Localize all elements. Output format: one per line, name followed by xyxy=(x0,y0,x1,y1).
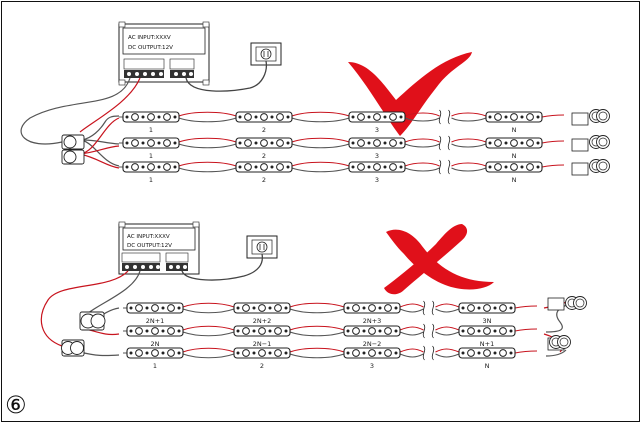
led-module xyxy=(458,325,516,337)
module-label: 1 xyxy=(153,362,157,370)
check-mark-icon xyxy=(348,52,472,136)
ac-cable-bottom xyxy=(181,253,264,281)
module-label: 2N+3 xyxy=(363,317,382,325)
led-module xyxy=(343,325,401,337)
wrong-row-3: 1 2 3 N xyxy=(123,345,538,370)
led-module xyxy=(458,302,516,314)
psu-input-text-top: AC INPUT:XXXV xyxy=(128,35,171,41)
correct-row-2: 1 2 3 N xyxy=(119,135,565,160)
module-label: N xyxy=(485,362,490,370)
module-label: 2 xyxy=(262,176,266,184)
power-supply-bottom: AC INPUT:XXXV DC OUTPUT:12V xyxy=(118,221,200,275)
module-label: N xyxy=(512,152,517,160)
wrong-row-1: 2N+1 2N+2 2N+3 3N xyxy=(123,300,538,325)
led-module xyxy=(235,161,293,173)
end-connectors-bottom xyxy=(547,296,587,351)
psu-output-text-bottom: DC OUTPUT:12V xyxy=(127,243,172,249)
led-module xyxy=(233,347,291,359)
module-label: 2N−1 xyxy=(253,340,272,348)
wrong-wiring-panel: AC INPUT:XXXV DC OUTPUT:12V xyxy=(40,221,587,370)
module-label: 2N+1 xyxy=(146,317,165,325)
step-number-label: ⑥ xyxy=(5,391,27,419)
led-module xyxy=(485,111,543,123)
led-module xyxy=(348,137,406,149)
cross-mark-icon xyxy=(384,224,494,295)
led-module xyxy=(122,161,180,173)
wall-socket-bottom xyxy=(246,235,278,259)
module-label: 1 xyxy=(149,152,153,160)
module-label: 3 xyxy=(375,176,379,184)
correct-row-3: 1 2 3 N xyxy=(119,159,565,184)
led-module xyxy=(126,347,184,359)
led-module xyxy=(122,137,180,149)
psu-output-text-top: DC OUTPUT:12V xyxy=(128,45,173,51)
module-label: 2 xyxy=(262,126,266,134)
module-label: 3 xyxy=(370,362,374,370)
module-label: N xyxy=(512,126,517,134)
wrong-row-2: 2N 2N−1 2N−2 N+1 xyxy=(123,323,538,348)
led-module xyxy=(348,161,406,173)
module-label: 2N+2 xyxy=(253,317,272,325)
module-label: 2N−2 xyxy=(363,340,382,348)
module-label: 3 xyxy=(375,152,379,160)
led-module xyxy=(485,137,543,149)
led-module xyxy=(235,137,293,149)
module-label: 2N xyxy=(151,340,160,348)
led-module xyxy=(233,325,291,337)
led-module xyxy=(343,347,401,359)
feed-wires-top xyxy=(20,77,141,169)
module-label: 2 xyxy=(262,152,266,160)
led-module xyxy=(122,111,180,123)
led-module xyxy=(126,302,184,314)
module-label: N+1 xyxy=(480,340,494,348)
module-label: 3 xyxy=(375,126,379,134)
module-label: 1 xyxy=(149,126,153,134)
module-label: 1 xyxy=(149,176,153,184)
led-module xyxy=(235,111,293,123)
correct-row-1: 1 2 3 N xyxy=(119,109,565,134)
module-label: N xyxy=(512,176,517,184)
led-module xyxy=(126,325,184,337)
junction-connectors-top xyxy=(61,134,85,165)
correct-wiring-panel: AC INPUT:XXXV DC OUTPUT:12V xyxy=(20,21,610,184)
end-connectors-top xyxy=(571,109,610,176)
module-label: 3N xyxy=(483,317,492,325)
psu-input-text-bottom: AC INPUT:XXXV xyxy=(127,234,170,240)
module-label: 2 xyxy=(260,362,264,370)
junction-connectors-bottom xyxy=(61,311,106,357)
led-module xyxy=(233,302,291,314)
led-module xyxy=(343,302,401,314)
power-supply-top: AC INPUT:XXXV DC OUTPUT:12V xyxy=(118,21,210,86)
led-module xyxy=(458,347,516,359)
led-module xyxy=(485,161,543,173)
ac-cable-top xyxy=(185,60,268,92)
led-module xyxy=(348,111,406,123)
